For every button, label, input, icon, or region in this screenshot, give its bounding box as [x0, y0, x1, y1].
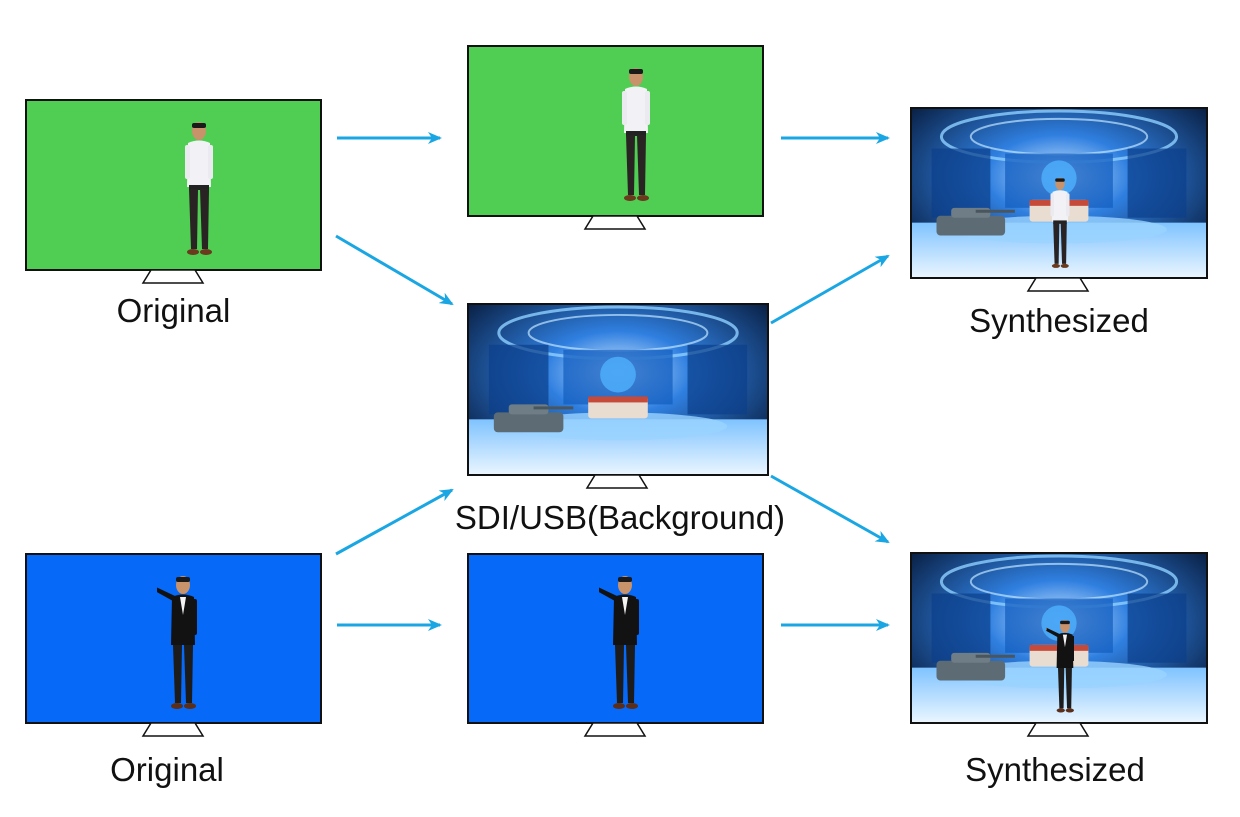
keyed-blue-screen [467, 553, 764, 724]
presenter-figure-icon [1042, 618, 1074, 718]
original-green-screen [25, 99, 322, 271]
presenter-figure-icon [614, 67, 658, 207]
monitor-stand-icon [141, 270, 205, 284]
label-original-top: Original [116, 292, 231, 329]
virtual-studio-background-icon [469, 305, 767, 474]
label-synthesized-top: Synthesized [969, 302, 1149, 339]
label-background: SDI/USB(Background) [454, 499, 786, 536]
arrow-icon [770, 254, 890, 325]
synthesized-screen-bottom [910, 552, 1208, 724]
monitor-stand-icon [141, 723, 205, 737]
background-screen [467, 303, 769, 476]
arrow-icon [770, 474, 890, 544]
label-original-bottom: Original [110, 751, 224, 788]
original-blue-screen [25, 553, 322, 724]
label-synthesized-bottom: Synthesized [965, 751, 1145, 788]
monitor-stand-icon [585, 475, 649, 489]
presenter-figure-icon [177, 121, 221, 261]
monitor-stand-icon [1026, 278, 1090, 292]
presenter-figure-icon [599, 575, 643, 715]
monitor-stand-icon [583, 723, 647, 737]
keyed-green-screen [467, 45, 764, 217]
monitor-stand-icon [583, 216, 647, 230]
monitor-stand-icon [1026, 723, 1090, 737]
synthesized-screen-top [910, 107, 1208, 279]
presenter-figure-icon [1045, 177, 1075, 272]
arrow-icon [335, 488, 454, 556]
presenter-figure-icon [157, 575, 201, 715]
arrow-icon [335, 234, 454, 306]
